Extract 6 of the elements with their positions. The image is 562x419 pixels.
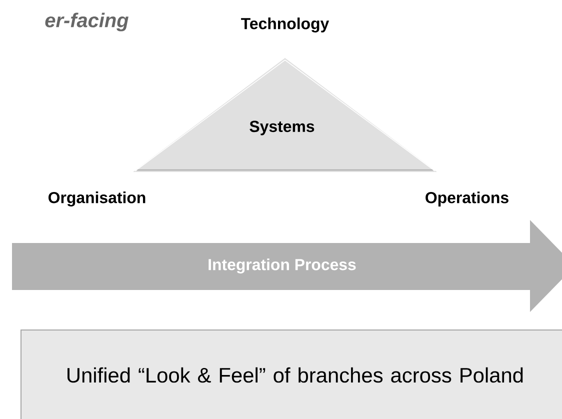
- corner-label: Technology: [241, 18, 330, 32]
- heading: er-facing: [45, 12, 128, 32]
- text-box: Unified “Look & Feel” of branches across Poland: [20, 330, 562, 419]
- corner-label: Organisation: [48, 192, 146, 206]
- corner-label: Operations: [426, 192, 508, 206]
- triangle: Systems: [133, 58, 437, 172]
